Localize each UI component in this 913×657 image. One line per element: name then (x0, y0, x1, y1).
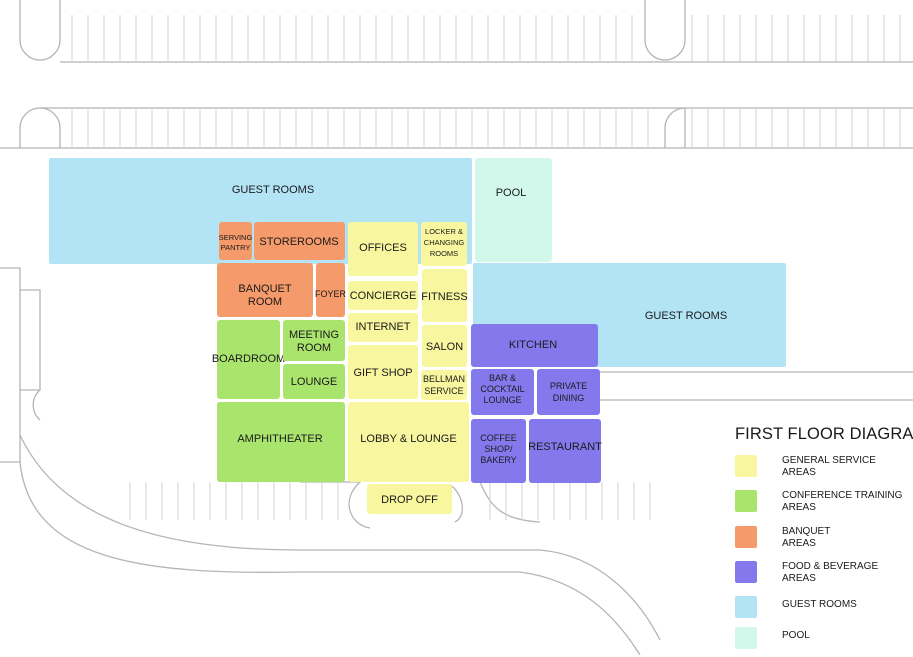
room-salon-label: SALON (426, 341, 463, 353)
room-amphitheater (217, 402, 345, 482)
room-private-dining (537, 369, 600, 415)
legend-item-pool: POOL (735, 627, 910, 657)
legend-item-guest-rooms: GUEST ROOMS (735, 596, 910, 626)
room-foyer (316, 263, 345, 317)
room-bellman (421, 370, 467, 400)
room-coffee-shop (471, 419, 526, 483)
legend-title: FIRST FLOOR DIAGRAM (735, 425, 913, 443)
room-restaurant-label: RESTAURANT (528, 441, 602, 453)
room-pool-label: POOL (496, 187, 527, 199)
room-kitchen (471, 324, 598, 367)
room-salon (422, 325, 467, 367)
room-banquet (217, 263, 313, 317)
room-meeting (283, 320, 345, 361)
room-boardroom (217, 320, 280, 399)
room-drop-off (367, 484, 452, 514)
legend-swatch (735, 627, 757, 649)
room-concierge-label: CONCIERGE (350, 290, 417, 302)
room-gift-shop-label: GIFT SHOP (353, 367, 412, 379)
parking-stalls (71, 15, 901, 520)
room-guest-rooms-east-label: GUEST ROOMS (645, 310, 727, 322)
legend-swatch (735, 596, 757, 618)
legend-swatch (735, 490, 757, 512)
room-pool (475, 158, 552, 262)
room-offices-label: OFFICES (359, 242, 407, 254)
legend-swatch (735, 561, 757, 583)
room-bar-cocktail (471, 369, 534, 415)
legend-swatch (735, 526, 757, 548)
room-lobby-lounge (348, 402, 469, 482)
legend-label: GUEST ROOMS (782, 599, 857, 610)
room-locker-changing (421, 222, 467, 266)
room-lobby-lounge-label: LOBBY & LOUNGE (360, 433, 456, 445)
room-kitchen-label: KITCHEN (509, 339, 557, 351)
room-internet (348, 313, 418, 342)
room-internet-label: INTERNET (356, 321, 411, 333)
room-fitness (422, 269, 467, 322)
room-fitness-label: FITNESS (421, 291, 467, 303)
room-gift-shop (348, 345, 418, 399)
room-offices (348, 222, 418, 276)
room-concierge (348, 281, 418, 310)
room-drop-off-label: DROP OFF (381, 494, 438, 506)
room-storerooms-label: STOREROOMS (259, 236, 338, 248)
room-storerooms (254, 222, 345, 260)
room-guest-rooms-north-label: GUEST ROOMS (232, 184, 314, 196)
legend-swatch (735, 455, 757, 477)
room-lounge (283, 364, 345, 399)
room-boardroom-label: BOARDROOM (212, 353, 285, 365)
room-amphitheater-label: AMPHITHEATER (237, 433, 322, 445)
legend-label: POOL (782, 630, 810, 641)
room-restaurant (529, 419, 601, 483)
room-foyer-label: FOYER (315, 289, 347, 299)
room-serving-pantry (219, 222, 252, 260)
room-lounge-label: LOUNGE (291, 376, 337, 388)
